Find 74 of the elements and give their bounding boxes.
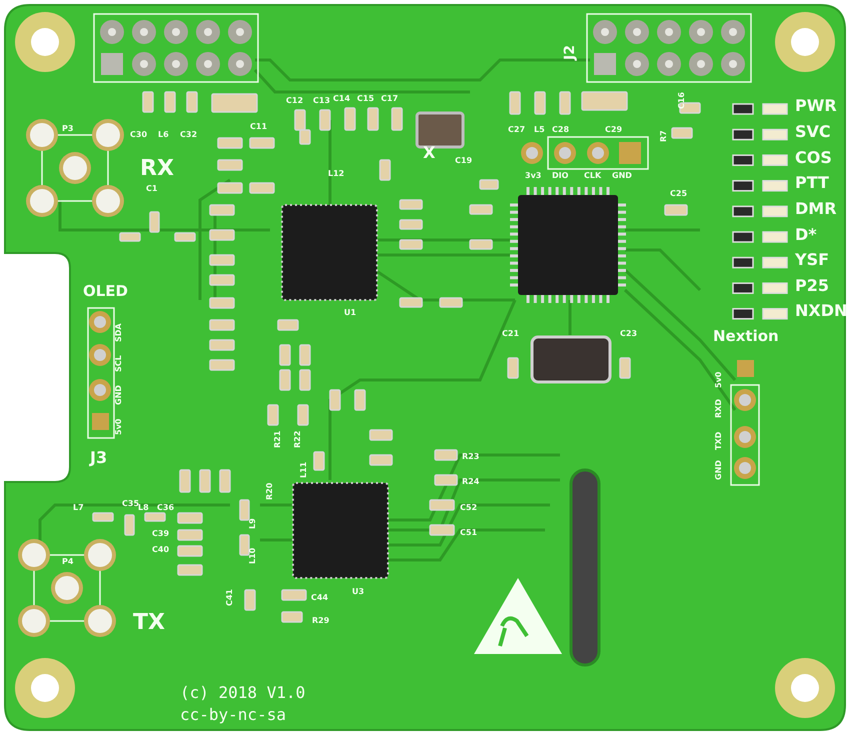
silkscreen-label: C35: [122, 500, 140, 508]
silkscreen-label: (c) 2018 V1.0: [180, 685, 306, 701]
silkscreen-label: P3: [62, 125, 74, 133]
silkscreen-label: C32: [180, 131, 198, 139]
silkscreen-label: C30: [130, 131, 148, 139]
silkscreen-label: CLK: [584, 172, 602, 180]
silkscreen-label: Nextion: [713, 329, 779, 344]
silkscreen-label: P25: [795, 278, 829, 294]
silkscreen-label: C21: [502, 330, 520, 338]
silkscreen-label: C41: [226, 588, 234, 606]
silkscreen-label: X: [423, 145, 436, 161]
silkscreen-label: SVC: [795, 124, 831, 140]
silkscreen-label: R7: [660, 130, 668, 142]
silkscreen-label: C1: [146, 185, 158, 193]
silkscreen-label: R20: [266, 482, 274, 500]
silkscreen-label: SDA: [115, 323, 123, 342]
silkscreen-label: C40: [152, 546, 170, 554]
silkscreen-label: C23: [620, 330, 638, 338]
silkscreen-label: C12: [286, 97, 304, 105]
silkscreen-label: P4: [62, 558, 74, 566]
silkscreen-label: OLED: [83, 284, 128, 299]
silkscreen-label: PTT: [795, 175, 829, 191]
silkscreen-label: L10: [249, 548, 257, 564]
silkscreen-label: RX: [140, 158, 174, 180]
silkscreen-label: C52: [460, 504, 478, 512]
silkscreen-label: DIO: [552, 172, 568, 180]
silkscreen-label: GND: [715, 460, 723, 480]
silkscreen-label: RXD: [715, 399, 723, 418]
silkscreen-label: 5v0: [715, 372, 723, 388]
silkscreen-label: R23: [462, 453, 480, 461]
silkscreen-label: C17: [381, 95, 398, 103]
silkscreen-label: D*: [795, 227, 817, 243]
silkscreen-label: C19: [455, 157, 472, 165]
silkscreen-label: TX: [133, 612, 165, 634]
silkscreen-label: GND: [612, 172, 632, 180]
silkscreen-label: L11: [300, 462, 308, 478]
silkscreen-label: NXDN: [795, 303, 848, 319]
silkscreen-label: GND: [115, 385, 123, 405]
silkscreen-label: C15: [357, 95, 374, 103]
silkscreen-label: TXD: [715, 432, 723, 450]
silkscreen-label: C44: [311, 594, 328, 602]
silkscreen-label: COS: [795, 150, 832, 166]
silkscreen-label: J3: [90, 450, 108, 466]
silkscreen-label: J2: [563, 45, 577, 60]
silkscreen-label: C11: [250, 123, 268, 131]
silkscreen-label: DMR: [795, 201, 837, 217]
silkscreen-label: SCL: [115, 355, 123, 372]
silkscreen-label: R29: [312, 617, 330, 625]
silkscreen-label: L5: [534, 126, 545, 134]
silkscreen-label: C16: [678, 92, 686, 109]
silkscreen-label: 5v0: [115, 418, 123, 435]
silkscreen-label: L8: [138, 504, 149, 512]
silkscreen-label: U3: [352, 588, 364, 596]
silkscreen-label: L6: [158, 131, 169, 139]
silkscreen-label: L9: [249, 518, 257, 529]
silkscreen-label: C14: [333, 95, 350, 103]
silkscreen-label: U1: [344, 309, 356, 317]
silkscreen-label: C27: [508, 126, 526, 134]
silkscreen-label: L7: [73, 504, 84, 512]
silkscreen-label: R21: [274, 430, 282, 448]
silkscreen-label: C28: [552, 126, 570, 134]
silkscreen-label: 3v3: [525, 172, 542, 180]
silkscreen-label: C25: [670, 190, 688, 198]
silkscreen-label: L12: [328, 170, 344, 178]
silkscreen-label: PWR: [795, 98, 837, 114]
silkscreen-label: YSF: [795, 252, 830, 268]
silkscreen-label: C29: [605, 126, 622, 134]
silkscreen-label: R24: [462, 478, 480, 486]
silkscreen-label: cc-by-nc-sa: [180, 707, 286, 723]
silkscreen-label: C51: [460, 529, 478, 537]
silkscreen-label: R22: [294, 430, 302, 448]
silkscreen-label: C13: [313, 97, 330, 105]
silkscreen-label: C39: [152, 530, 170, 538]
silkscreen-label: C36: [157, 504, 174, 512]
